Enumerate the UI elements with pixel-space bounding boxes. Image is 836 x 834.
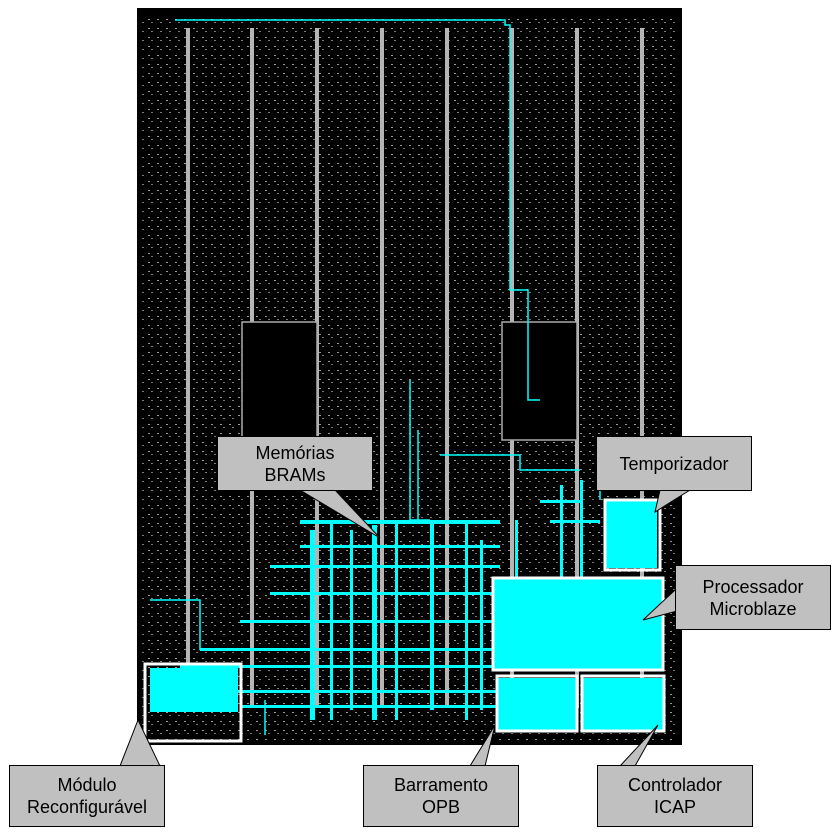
- opb-region: [495, 674, 579, 733]
- hard-block-left: [241, 321, 318, 441]
- timer-callout: Temporizador: [596, 436, 752, 491]
- routing-mass: [150, 480, 600, 720]
- hard-block-right: [501, 321, 578, 441]
- icap-region: [580, 674, 666, 733]
- reconfig-fill: [150, 668, 238, 712]
- opb-callout: Barramento OPB: [363, 765, 519, 827]
- opb-fill: [497, 678, 577, 730]
- reconfig-callout: Módulo Reconfigurável: [9, 765, 165, 827]
- icap-callout: Controlador ICAP: [597, 765, 753, 827]
- region-outlines: [143, 498, 666, 743]
- bram-callout: Memórias BRAMs: [217, 436, 373, 491]
- microblaze-fill: [493, 578, 663, 670]
- processor-callout: Processador Microblaze: [675, 565, 831, 630]
- timer-fill: [605, 500, 657, 568]
- callout-pointers: [119, 489, 702, 767]
- icap-fill: [583, 678, 663, 730]
- timer-region: [603, 498, 662, 572]
- microblaze-region: [491, 576, 665, 672]
- reconfig-region: [143, 662, 243, 743]
